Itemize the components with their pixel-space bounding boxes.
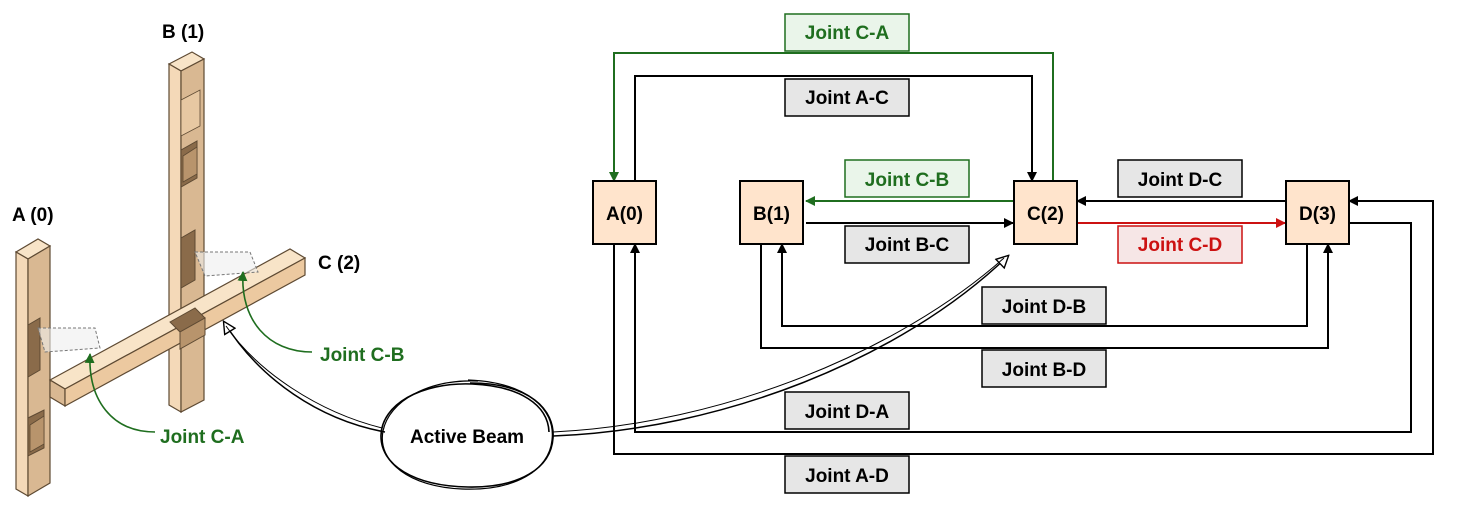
label-joint-ad: Joint A-D	[784, 455, 910, 494]
active-beam-label: Active Beam	[410, 427, 524, 448]
callout-arrow-ca	[84, 353, 156, 433]
post-a-label: A (0)	[12, 205, 54, 226]
svg-text:Joint C-B: Joint C-B	[865, 170, 949, 191]
post-b-label: B (1)	[162, 22, 204, 43]
beam-c-label: C (2)	[318, 253, 360, 274]
label-joint-dc: Joint D-C	[1117, 159, 1243, 198]
edge-joint-da	[630, 222, 1412, 433]
label-joint-ca: Joint C-A	[784, 13, 910, 52]
svg-text:Joint A-C: Joint A-C	[805, 88, 889, 109]
edge-joint-ca	[609, 52, 1054, 182]
callout-joint-cb: Joint C-B	[320, 345, 404, 366]
active-beam-callout: Active Beam	[380, 379, 554, 490]
node-a-label: A(0)	[606, 204, 643, 225]
svg-text:Joint A-D: Joint A-D	[805, 466, 889, 487]
post-a	[14, 238, 52, 498]
svg-text:Joint D-A: Joint D-A	[805, 402, 890, 423]
callout-joint-ca: Joint C-A	[160, 427, 245, 448]
joint-graph: A(0) B(1) C(2) D(3) Joint C-A Joint A-C …	[592, 13, 1434, 494]
svg-text:Joint D-C: Joint D-C	[1138, 170, 1223, 191]
svg-text:Joint D-B: Joint D-B	[1002, 297, 1086, 318]
edge-joint-ac	[634, 75, 1037, 182]
edge-joint-bd	[760, 243, 1333, 349]
label-joint-bd: Joint B-D	[981, 349, 1107, 388]
active-beam-arrow-right	[552, 256, 1008, 437]
active-beam-arrow-left	[224, 322, 386, 433]
node-c-label: C(2)	[1027, 204, 1064, 225]
node-b-label: B(1)	[753, 204, 790, 225]
node-c[interactable]: C(2)	[1013, 180, 1078, 245]
timber-illustration: A (0) B (1) C (2) Joint C-A Joint C-B Ac…	[12, 22, 1008, 498]
svg-text:Joint B-C: Joint B-C	[865, 235, 950, 256]
post-b	[167, 51, 206, 414]
label-joint-da: Joint D-A	[784, 391, 910, 430]
node-a[interactable]: A(0)	[592, 180, 657, 245]
edge-joint-db	[777, 243, 1308, 327]
svg-text:Joint C-A: Joint C-A	[805, 23, 890, 44]
node-b[interactable]: B(1)	[739, 180, 804, 245]
label-joint-cd: Joint C-D	[1117, 225, 1243, 264]
label-joint-cb: Joint C-B	[844, 159, 970, 198]
svg-text:Joint C-D: Joint C-D	[1138, 235, 1222, 256]
label-joint-db: Joint D-B	[981, 286, 1107, 325]
beam-c	[37, 248, 307, 408]
svg-text:Joint B-D: Joint B-D	[1002, 360, 1086, 381]
label-joint-bc: Joint B-C	[844, 225, 970, 264]
node-d-label: D(3)	[1299, 204, 1336, 225]
label-joint-ac: Joint A-C	[784, 78, 910, 117]
callout-arrow-cb	[237, 271, 313, 353]
edge-joint-ad	[613, 196, 1434, 455]
node-d[interactable]: D(3)	[1285, 180, 1350, 245]
